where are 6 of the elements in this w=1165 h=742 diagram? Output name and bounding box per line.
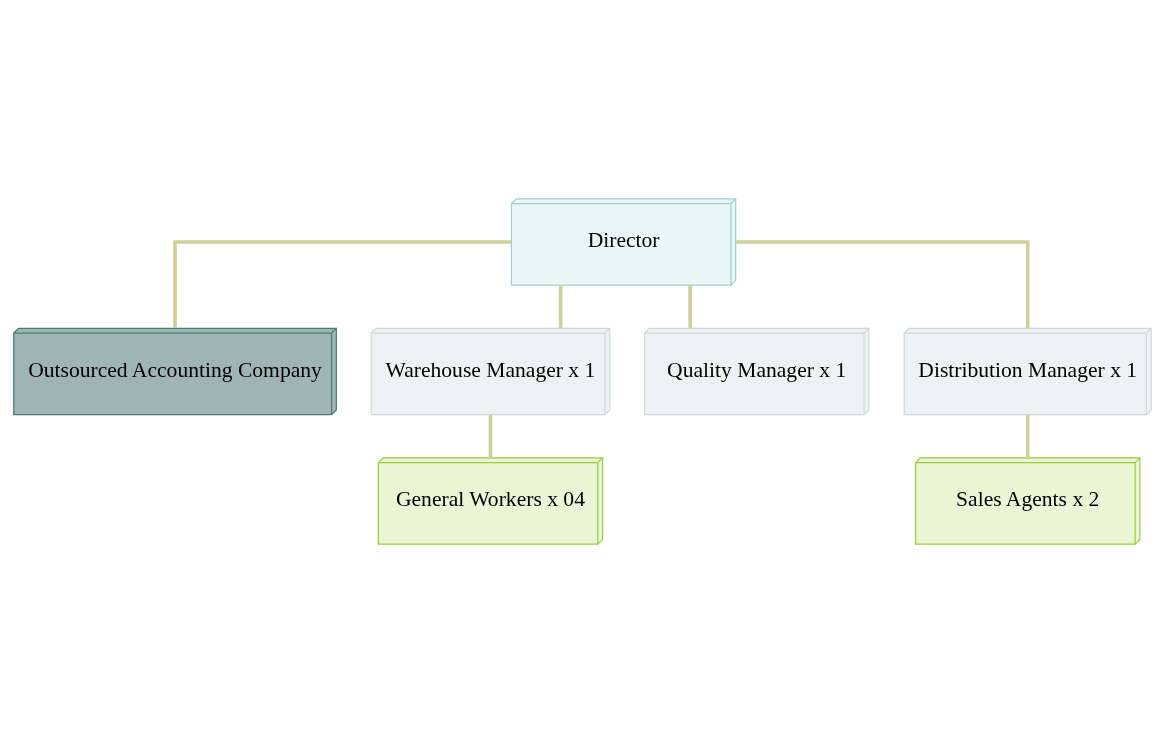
connector	[488, 414, 493, 457]
connector	[558, 284, 563, 328]
connector	[173, 239, 511, 328]
connector	[736, 239, 1030, 328]
connector	[688, 284, 692, 328]
connector	[1025, 414, 1030, 457]
